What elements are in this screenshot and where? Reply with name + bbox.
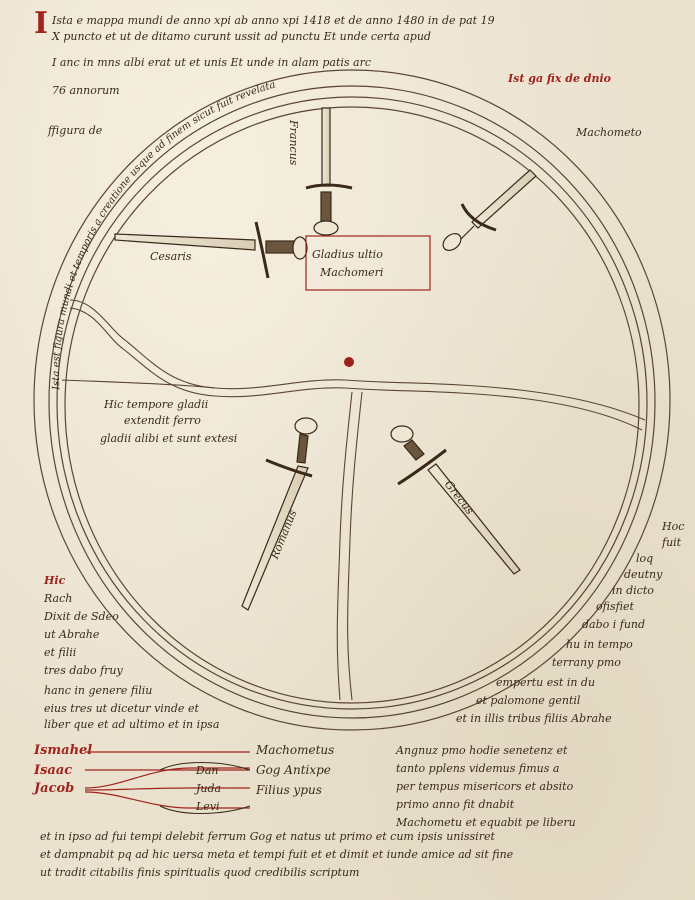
right-note-5: ofisfiet [596,600,634,613]
sword-bottom-right [390,425,521,575]
left-note-7: eius tres ut dicetur vinde et [44,702,199,715]
left-note-5: tres dabo fruy [44,664,123,677]
gen-left-0: Ismahel [34,743,93,758]
label-sword-center-2: Machomeri [320,266,384,279]
right-note-11: et in illis tribus filiis Abrahe [456,712,612,725]
label-sword-left: Cesaris [150,250,192,263]
right-note-7: hu in tempo [566,638,633,651]
left-note-2: Dixit de Sdeo [44,610,119,623]
world-ring [33,69,671,731]
right-note-8: terrany pmo [552,656,621,669]
sword-left [114,221,308,279]
sword-bottom-left [241,417,318,611]
right-note-3: deutny [624,568,663,581]
label-sword-center: Gladius ultio [312,248,383,261]
header-line-1: Ista e mappa mundi de anno xpi ab anno x… [52,14,495,27]
br-note-1: tanto pplens videmus fimus a [396,762,560,775]
left-note-1: Rach [44,592,73,605]
inner-note-2: extendit ferro [124,414,201,427]
footer-line-1: et in ipso ad fui tempi delebit ferrum G… [40,830,495,843]
footer-line-3: ut tradit citabilis finis spiritualis qu… [40,866,360,879]
br-note-2: per tempus misericors et absito [396,780,574,793]
footer-line-2: et dampnabit pq ad hic uersa meta et tem… [40,848,514,861]
decorated-initial: I [34,6,49,41]
left-note-6: hanc in genere filiu [44,684,153,697]
gen-right-2: Filius ypus [256,783,322,797]
gen-right-0: Machometus [256,743,335,757]
sword-top [305,107,353,236]
gen-mid-0: Dan [196,764,219,777]
header-line-2: X puncto et ut de ditamo curunt ussit ad… [52,30,431,43]
center-label-box [305,235,431,291]
sword-top-right [442,169,537,251]
gen-left-1: Isaac [34,763,73,778]
left-note-0: Hic [44,574,66,587]
right-note-6: dabo i fund [582,618,646,631]
gen-mid-2: Levi [196,800,220,813]
inner-note-3: gladii alibi et sunt extesi [100,432,238,445]
left-note-8: liber que et ad ultimo et in ipsa [44,718,220,731]
right-note-4: in dicto [612,584,654,597]
inner-note-1: Hic tempore gladii [104,398,209,411]
river-horizontal [61,299,646,431]
river-vertical [336,391,363,701]
left-note-4: et filii [44,646,77,659]
br-note-3: primo anno fit dnabit [396,798,515,811]
center-dot [344,357,354,367]
genealogy-lines [84,751,250,809]
br-note-0: Angnuz pmo hodie senetenz et [396,744,568,757]
gen-right-1: Gog Antixpe [256,763,331,777]
right-note-2: loq [636,552,654,565]
upper-right-note: Machometo [576,126,642,139]
right-note-1: fuit [662,536,682,549]
left-note-3: ut Abrahe [44,628,100,641]
label-sword-top: Francus [287,120,300,166]
header-line-3: I anc in mns albi erat ut et unis Et und… [52,56,372,69]
red-note-top-right: Ist ga fix de dnio [508,72,612,85]
gen-left-2: Jacob [34,781,75,796]
upper-left-note: ffigura de [48,124,103,137]
right-note-10: et palomone gentil [476,694,581,707]
gen-mid-1: Juda [196,782,222,795]
right-note-0: Hoc [662,520,685,533]
header-line-4: 76 annorum [52,84,120,97]
br-note-4: Machometu et equabit pe liberu [396,816,576,829]
right-note-9: empertu est in du [496,676,596,689]
